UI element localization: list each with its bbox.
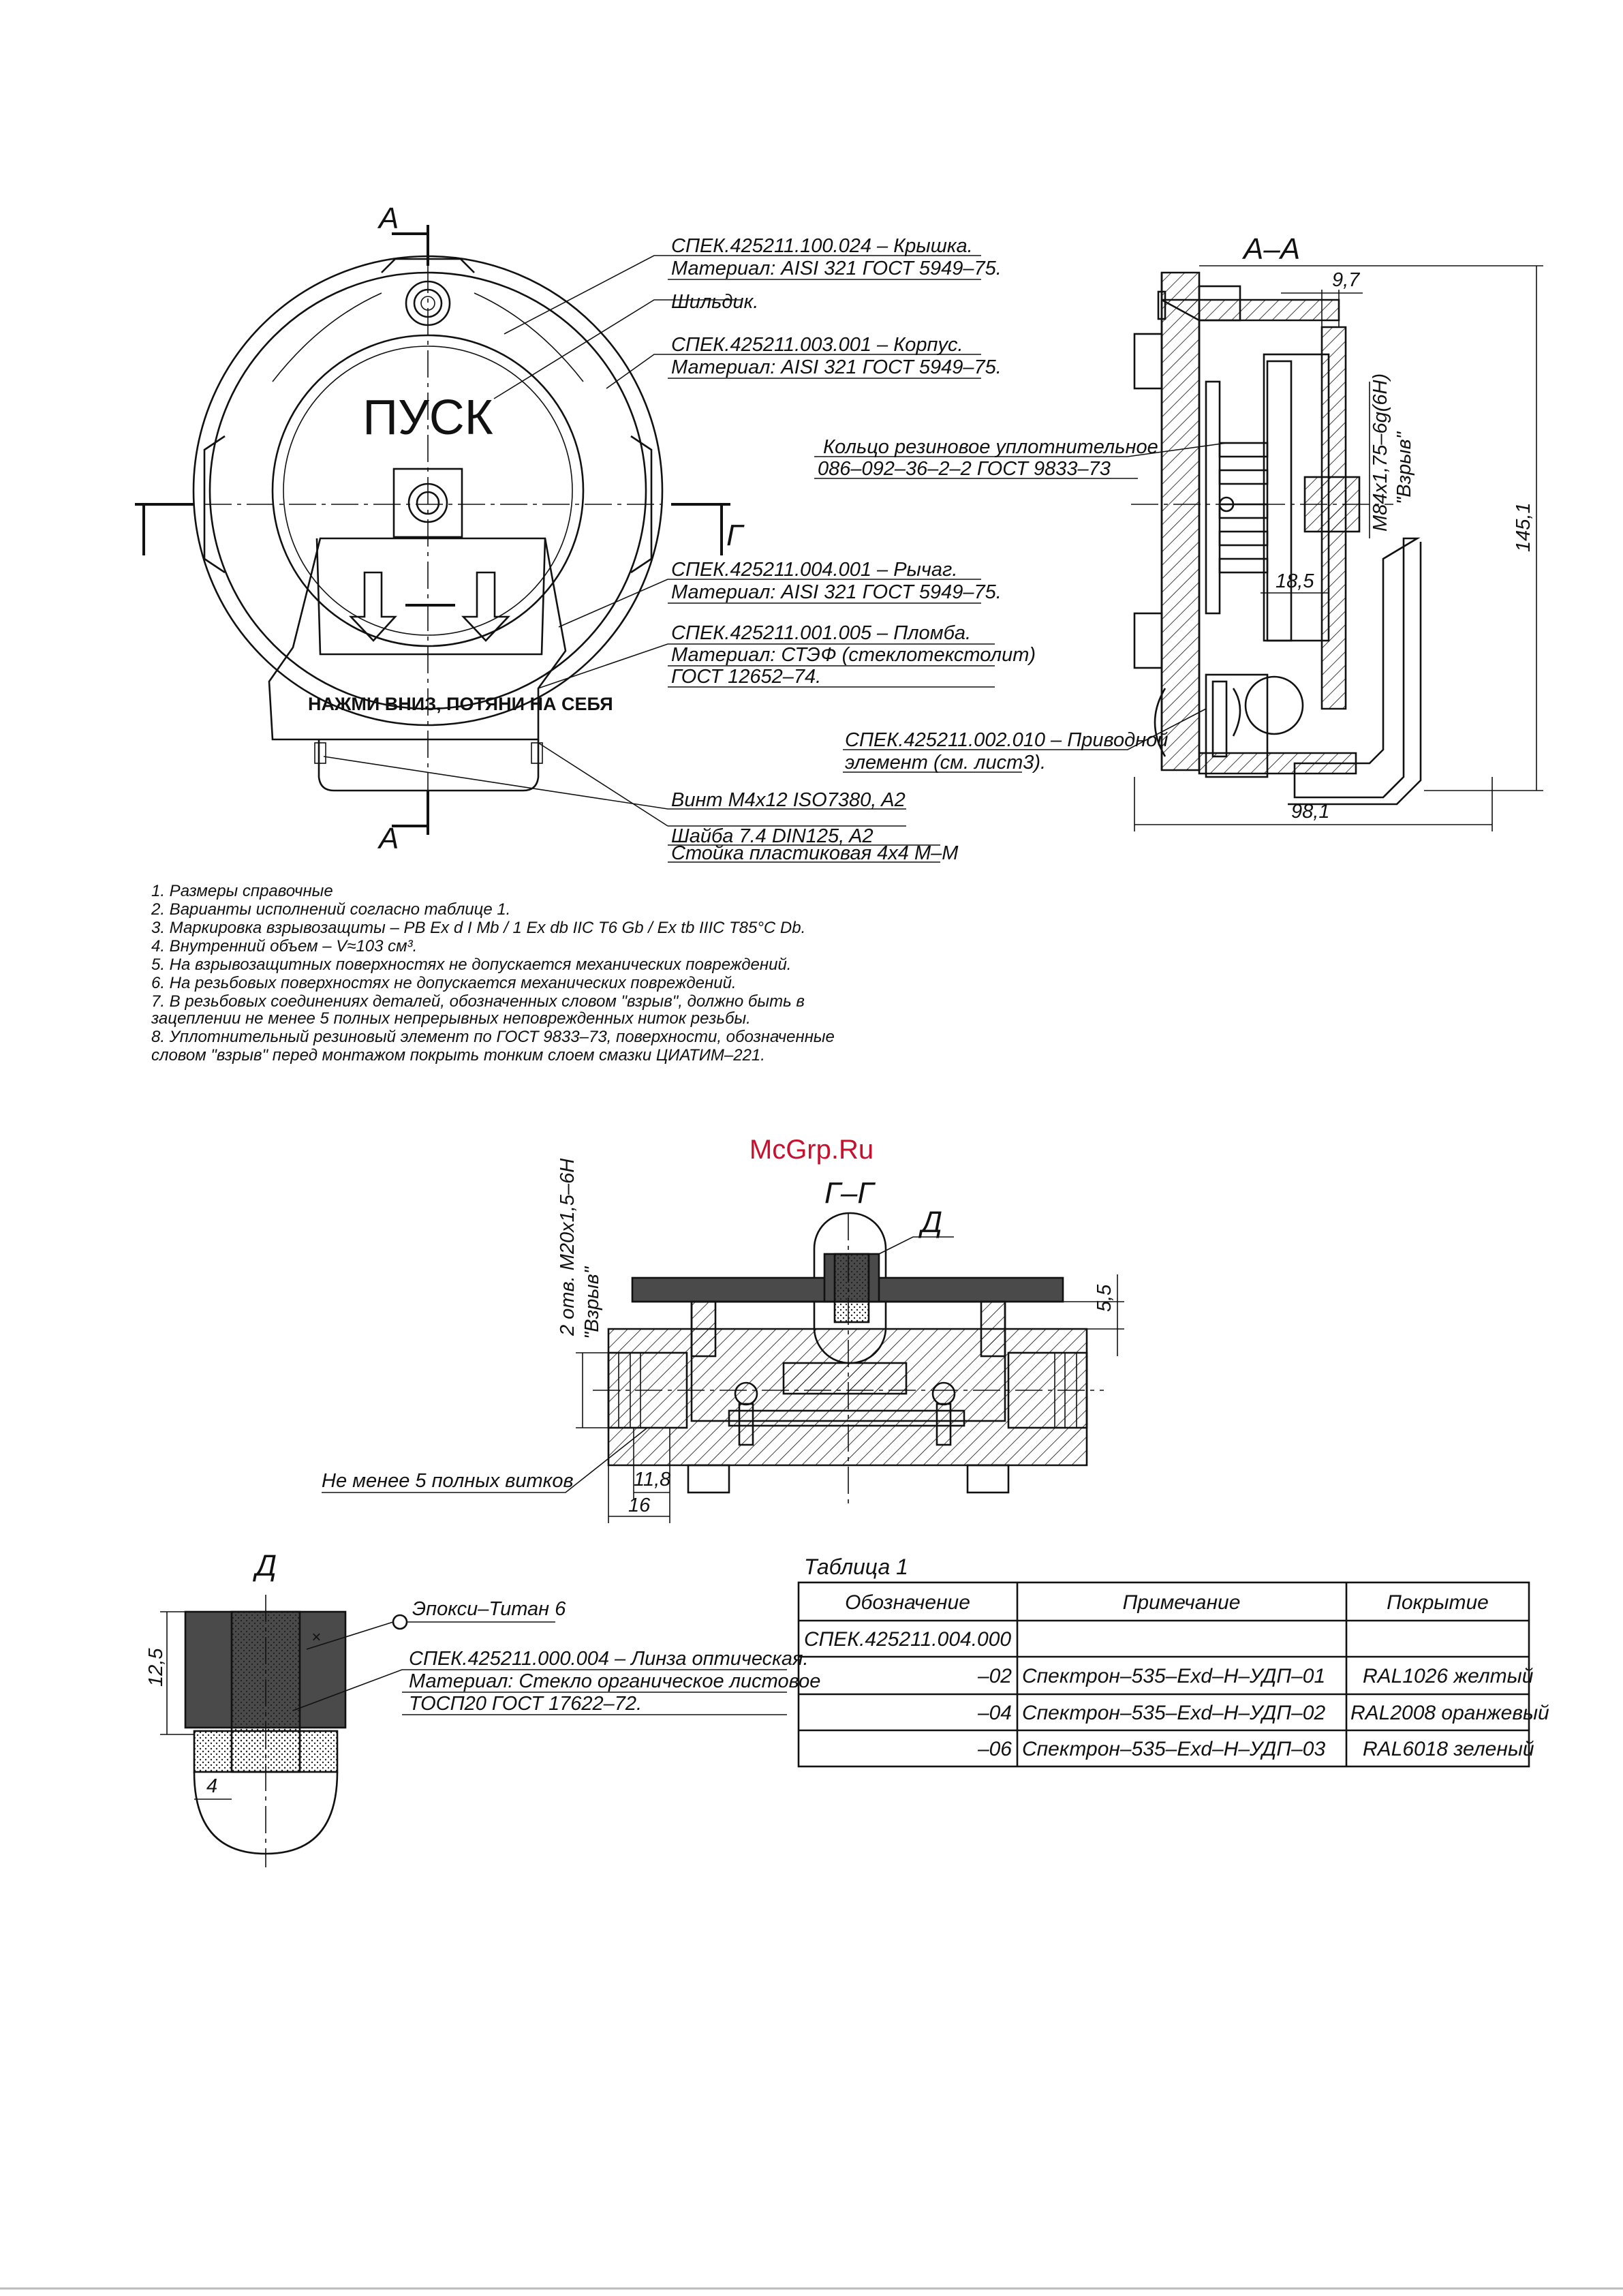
table-cell: RAL2008 оранжевый [1350, 1702, 1549, 1724]
lens-line2: Материал: Стекло органическое листовое [409, 1670, 820, 1692]
table-cell: RAL6018 зеленый [1363, 1738, 1534, 1760]
table-cell: RAL1026 желтый [1363, 1665, 1534, 1687]
dim-height: 145,1 [1513, 502, 1534, 552]
start-label: ПУСК [362, 391, 493, 445]
note-5: 5. На взрывозащитных поверхностях не доп… [151, 955, 791, 974]
dim-gg-b: 16 [628, 1495, 651, 1516]
section-mark-top: А [377, 202, 399, 235]
note-3: 3. Маркировка взрывозащиты – PB Ex d I M… [151, 919, 805, 937]
lever-text: НАЖМИ ВНИЗ, ПОТЯНИ НА СЕБЯ [308, 694, 613, 714]
callout-lever-material: Материал: AISI 321 ГОСТ 5949–75. [671, 581, 1002, 603]
dim-inner: 18,5 [1276, 570, 1314, 592]
section-gg: Г–Г Д 2 отв. M20x1,5–6H "Взрыв" [322, 1159, 1124, 1523]
callout-seal-standard: ГОСТ 12652–74. [671, 666, 821, 688]
front-view: А А Г ПУСК [135, 202, 1036, 864]
dim-detail-width: 4 [206, 1775, 217, 1797]
o-ring-line1: Кольцо резиновое уплотнительное [823, 436, 1158, 458]
section-aa-title: А–А [1241, 232, 1300, 266]
table-cell: Спектрон–535–Exd–Н–УДП–01 [1022, 1665, 1325, 1687]
o-ring-line2: 086–092–36–2–2 ГОСТ 9833–73 [818, 458, 1111, 480]
thread-label-gg: 2 отв. M20x1,5–6H [557, 1159, 578, 1336]
detail-d-title: Д [252, 1549, 277, 1582]
table-cell: –02 [977, 1665, 1012, 1687]
note-4: 4. Внутренний объем – V≈103 см³. [151, 937, 417, 955]
fastener-washer: Шайба 7.4 DIN125, A2 [671, 825, 874, 847]
note-6: 6. На резьбовых поверхностях не допускае… [151, 974, 737, 992]
top-screw-icon [405, 280, 451, 326]
drive-element-icon [1244, 675, 1304, 735]
callout-seal-name: СПЕК.425211.001.005 – Пломба. [671, 622, 971, 644]
lens-line3: ТОСП20 ГОСТ 17622–72. [409, 1693, 642, 1715]
thread-label-aa: M84x1,75–6g(6H) [1370, 373, 1391, 532]
table-cell: –04 [977, 1702, 1012, 1724]
callout-body-material: Материал: AISI 321 ГОСТ 5949–75. [671, 356, 1002, 378]
section-mark-bottom: А [377, 822, 399, 855]
watermark: McGrp.Ru [749, 1135, 874, 1165]
table-header-note: Примечание [1123, 1591, 1241, 1614]
note-7: 7. В резьбовых соединениях деталей, обоз… [151, 992, 805, 1011]
dim-width: 98,1 [1291, 801, 1329, 823]
drive-line1: СПЕК.425211.002.010 – Приводной [845, 729, 1168, 751]
section-aa: А–А [814, 232, 1543, 831]
cover-outline [271, 334, 585, 647]
callout-plate-name: Шильдик. [671, 291, 758, 313]
section-mark-right: Г [726, 519, 745, 552]
callout-body-name: СПЕК.425211.003.001 – Корпус. [671, 334, 963, 356]
dim-top: 9,7 [1332, 269, 1361, 291]
fastener-screw: Винт M4x12 ISO7380, A2 [671, 789, 906, 811]
table-cell: Спектрон–535–Exd–Н–УДП–02 [1022, 1702, 1325, 1724]
callout-cover-name: СПЕК.425211.100.024 – Крышка. [671, 235, 973, 257]
callout-seal-material: Материал: СТЭФ (стеклотекстолит) [671, 644, 1036, 666]
turns-note: Не менее 5 полных витков [322, 1470, 574, 1492]
table-header-coating: Покрытие [1387, 1591, 1489, 1614]
dim-detail-height: 12,5 [145, 1648, 167, 1687]
table-cell: Спектрон–535–Exd–Н–УДП–03 [1022, 1738, 1325, 1760]
thread-note-aa: "Взрыв" [1393, 431, 1415, 504]
table-caption: Таблица 1 [804, 1555, 908, 1579]
lens-line1: СПЕК.425211.000.004 – Линза оптическая. [409, 1648, 809, 1670]
notes: 1. Размеры справочные 2. Варианты исполн… [151, 882, 835, 1065]
arrow-down-icon [348, 571, 397, 642]
note-8: 8. Уплотнительный резиновый элемент по Г… [151, 1028, 835, 1046]
table-1: Таблица 1 Обозначение Примечание Покрыти… [797, 1555, 1549, 1768]
section-gg-title: Г–Г [824, 1176, 876, 1210]
table-header-designation: Обозначение [845, 1591, 970, 1614]
detail-ref: Д [918, 1206, 942, 1239]
callout-cover-material: Материал: AISI 321 ГОСТ 5949–75. [671, 258, 1002, 279]
callout-lever-name: СПЕК.425211.004.001 – Рычаг. [671, 559, 957, 581]
table-cell: СПЕК.425211.004.000 [804, 1628, 1011, 1651]
note-7-cont: зацеплении не менее 5 полных непрерывных… [151, 1009, 751, 1028]
note-2: 2. Варианты исполнений согласно таблице … [151, 900, 510, 919]
dim-gg-right: 5,5 [1094, 1284, 1115, 1312]
thread-note-gg: "Взрыв" [581, 1266, 603, 1339]
table-cell: –06 [977, 1738, 1012, 1760]
housing-outline [192, 255, 664, 726]
drive-line2: элемент (см. лист3). [845, 752, 1046, 774]
dim-gg-a: 11,8 [634, 1469, 670, 1490]
epoxy-label: Эпокси–Титан 6 [412, 1598, 566, 1620]
arrow-down-icon-2 [461, 571, 511, 642]
note-1: 1. Размеры справочные [151, 882, 333, 900]
center-boss [392, 468, 463, 538]
svg-text:×: × [311, 1628, 321, 1647]
detail-d: Д × Эпокси–Титан 6 12,5 4 СПЕК.425211.00… [145, 1549, 820, 1867]
fastener-standoff: Стойка пластиковая 4x4 M–M [671, 842, 959, 864]
note-8-cont: словом "взрыв" перед монтажом покрыть то… [151, 1046, 765, 1065]
